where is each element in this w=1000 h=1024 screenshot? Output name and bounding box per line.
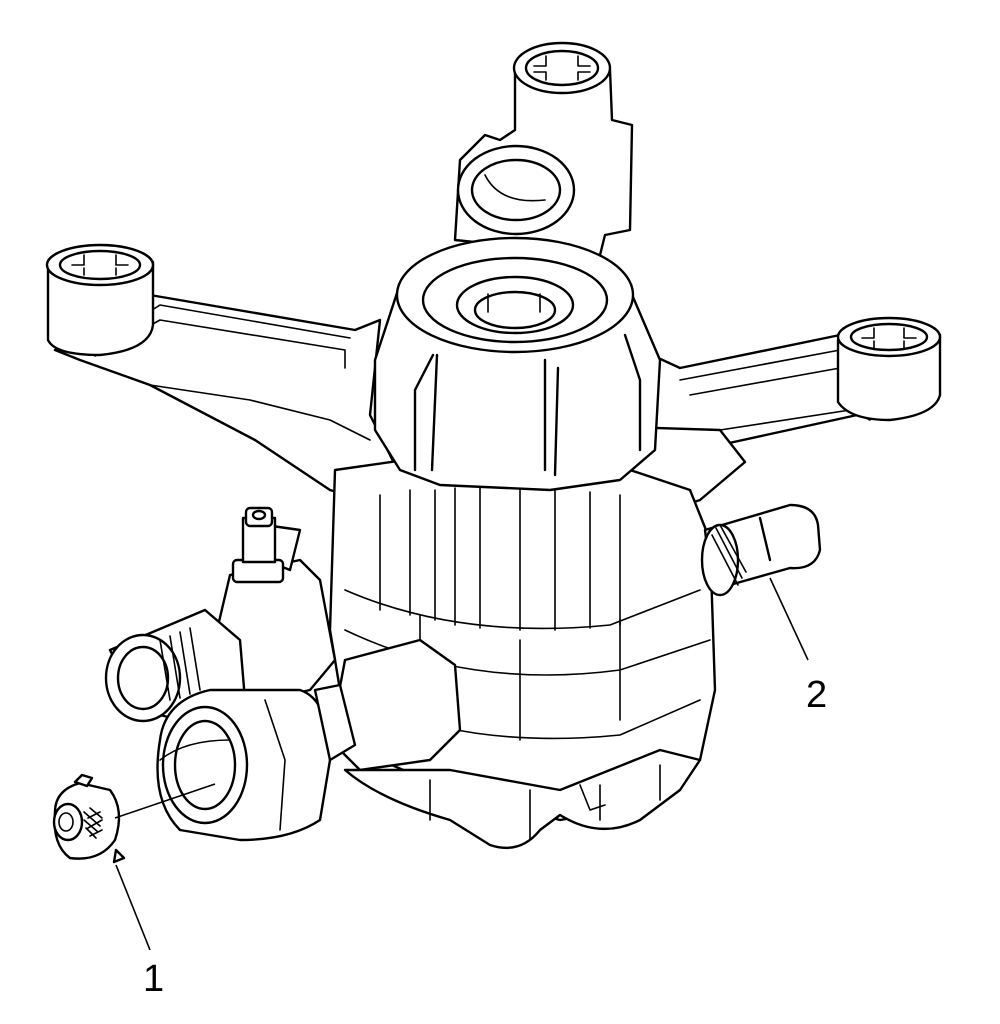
callout-1: 1 [143, 958, 165, 1000]
outlet-fitting [700, 503, 822, 597]
rear-mounting-post [453, 41, 634, 257]
inlet-manifold [104, 506, 462, 842]
leader-line-2 [769, 577, 809, 661]
left-mounting-post [45, 243, 155, 357]
right-mounting-post [836, 316, 942, 422]
callout-2: 2 [806, 674, 828, 716]
leader-line-1 [115, 864, 151, 951]
crank-cylinder [373, 236, 662, 492]
filter-screen [52, 773, 216, 864]
bottom-valve-caps [343, 748, 702, 850]
